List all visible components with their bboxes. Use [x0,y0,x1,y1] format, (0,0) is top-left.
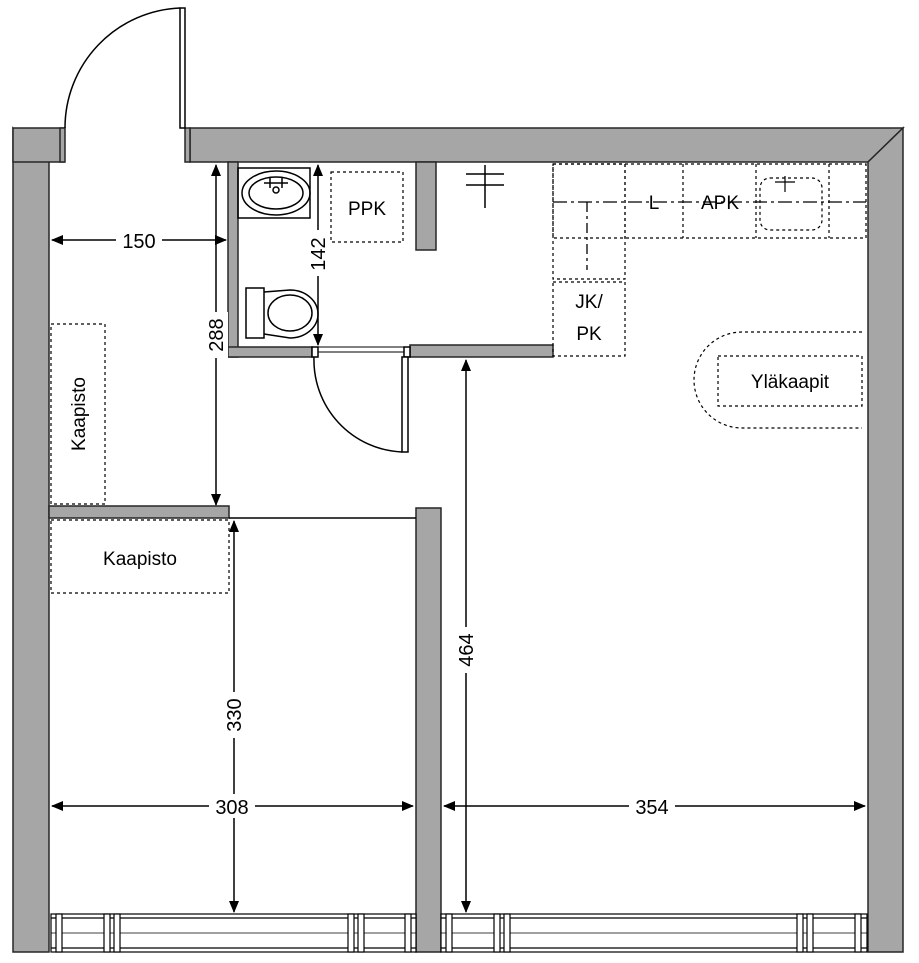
door-jamb-right [184,127,191,163]
ppk-label: PPK [348,199,386,220]
bathroom-wall-bottom-right [409,344,554,358]
closet-vertical: Kaapisto [50,323,106,505]
dim-330: 330 [224,698,246,731]
partition-wall [415,507,442,953]
dim-308: 308 [215,797,248,819]
bathroom-wall-stub [415,161,437,251]
outer-wall-top [189,127,905,163]
ylakaapit-table [693,331,863,429]
dim-142: 142 [308,237,330,270]
dimension-labels: 150 288 142 330 464 308 354 [116,228,675,819]
outer-wall-left [12,126,50,953]
ppk-box: PPK [330,171,404,243]
dimension-lines [51,164,866,913]
toilet-icon [245,287,319,339]
kitchen-counter [552,163,867,357]
entrance-door[interactable] [64,7,186,129]
dim-464: 464 [456,633,478,666]
bathroom-door[interactable] [311,346,411,453]
dim-150: 150 [122,231,155,253]
ylakaapit-label: Yläkaapit [751,372,830,393]
apk-label: APK [701,193,739,214]
dim-354: 354 [635,797,668,819]
closet-horizontal: Kaapisto [50,519,230,594]
bedroom-wall-top [48,505,230,519]
jk-label-line2: PK [576,324,602,345]
bathroom-wall-bottom-left [227,346,313,358]
sink-icon [237,167,311,219]
kaapisto-vertical-label: Kaapisto [69,377,90,451]
bathroom-wall-left [227,161,239,358]
kaapisto-horizontal-label: Kaapisto [103,549,177,570]
door-jamb-left [59,127,66,163]
window-icon [50,913,868,953]
walls [12,126,905,953]
outer-wall-right [867,126,904,953]
jk-label-line1: JK/ [575,292,603,313]
dim-288: 288 [206,318,228,351]
door-swing-icon [311,346,411,453]
kitchen-sink-icon [759,176,823,231]
door-swing-icon [64,7,186,129]
l-label: L [649,193,660,214]
shower-icon [466,165,504,208]
outer-wall-top-left [12,127,65,163]
